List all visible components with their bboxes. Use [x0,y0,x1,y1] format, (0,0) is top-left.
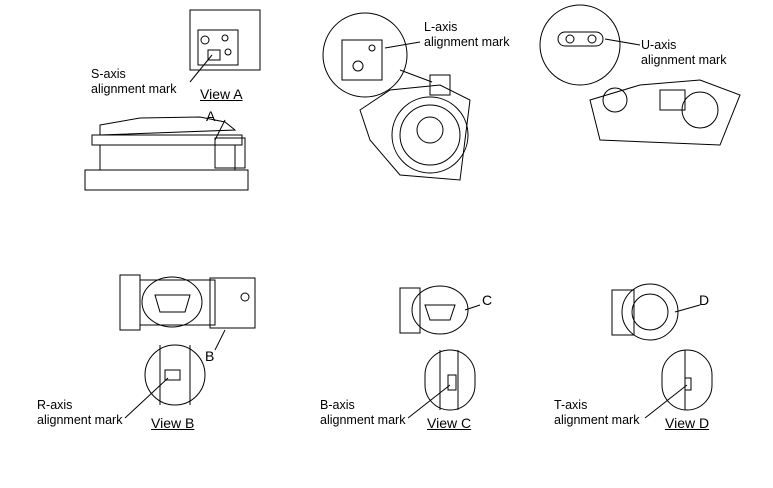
t-axis-label-line1: T-axis [554,398,588,412]
b-axis-drawing [399,285,481,419]
u-axis-label-line1: U-axis [641,38,677,52]
b-axis-label-line2: alignment mark [320,413,406,427]
view-a-marker: A [206,108,216,124]
s-axis-base-drawing [84,116,249,191]
l-axis-drawing [322,12,471,181]
view-b-title: View B [151,415,195,431]
view-a-detail [189,9,261,83]
t-axis-drawing [611,283,713,419]
view-b-marker: B [205,348,215,364]
s-axis-label-line2: alignment mark [91,82,177,96]
l-axis-label-line2: alignment mark [424,35,510,49]
s-axis-label-line1: S-axis [91,67,126,81]
t-axis-label-line2: alignment mark [554,413,640,427]
l-axis-label-line1: L-axis [424,20,458,34]
view-c-title: View C [427,415,472,431]
u-axis-label-line2: alignment mark [641,53,727,67]
r-axis-label-line2: alignment mark [37,413,123,427]
u-axis-drawing [539,4,741,146]
view-a-title: View A [200,86,243,102]
r-axis-label-line1: R-axis [37,398,73,412]
b-axis-label-line1: B-axis [320,398,355,412]
view-c-marker: C [482,292,493,308]
view-d-title: View D [665,415,710,431]
r-axis-drawing [119,274,256,419]
view-d-marker: D [699,292,710,308]
